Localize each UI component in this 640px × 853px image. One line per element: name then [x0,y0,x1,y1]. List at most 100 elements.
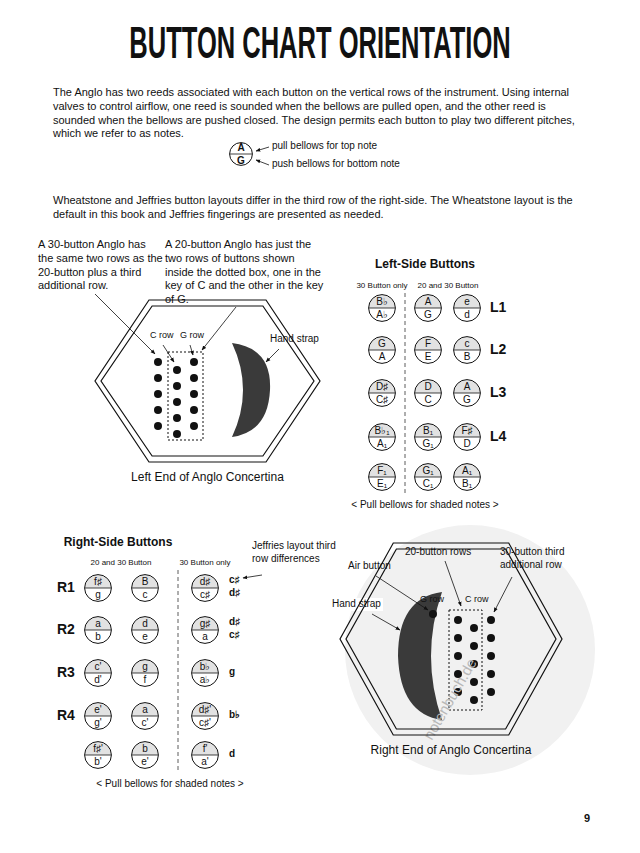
left-button-field [154,358,198,438]
note-name: f' [191,743,219,754]
row-number: R3 [57,664,75,682]
callout-text: push bellows for bottom note [272,158,400,171]
footnote: < Pull bellows for shaded notes > [351,499,498,512]
leader-line [266,349,279,362]
column-heading: 30 Button only [356,281,407,291]
callout-text: 20-button rows [405,546,471,559]
leader-line [256,160,269,165]
note-name: a [131,704,159,715]
note-name: B₁ [453,478,481,489]
page-number: 9 [584,812,590,826]
row-number: R2 [57,621,75,639]
body-text: Wheatstone and Jeffries button layouts d… [53,194,587,222]
note-name: g' [84,717,112,728]
row-number: L3 [490,384,506,402]
note-name: c [131,589,159,600]
note-button: B♭A♭ [368,294,396,322]
dotted-box [168,352,203,440]
note-name: g♯ [191,618,219,629]
note-name: A₁ [368,438,396,449]
hexagon-outline [340,543,562,735]
callout-text: A 20-button Anglo has just the two rows … [165,238,325,307]
note-name: D [453,438,481,449]
section-heading: Right-Side Buttons [64,535,173,550]
note-name: B₁ [414,425,442,436]
leader-line [372,614,400,630]
column-heading: 20 and 30 Button [91,558,152,568]
note-name: e [453,296,481,307]
row-label: G row [180,330,204,341]
note-button: GA [368,336,396,364]
row-number: L2 [490,341,506,359]
note-name: B [131,576,159,587]
hand-strap [232,343,270,437]
jeffries-note: c♯ [229,574,240,587]
note-button: b e' [131,741,159,769]
note-button: AG [229,142,253,166]
note-name: F₁ [368,465,396,476]
column-divider [405,293,406,495]
note-name: a [191,631,219,642]
figure-caption: Left End of Anglo Concertina [95,470,320,484]
leader-line [494,577,512,612]
leader-line [243,575,262,578]
note-button: gf [131,659,159,687]
note-button: d♯c♯ [191,574,219,602]
note-button: d♯' c♯' [191,702,219,730]
row-number: R1 [57,579,75,597]
note-name: c♯' [191,717,219,728]
column-divider [178,570,179,770]
note-name: A [229,142,253,153]
callout-text: pull bellows for top note [272,140,377,153]
leader-line [163,345,174,362]
note-name: G [414,309,442,320]
note-button: ac' [131,702,159,730]
jeffries-note: c♯ [229,629,240,642]
jeffries-note: b♭ [229,709,240,722]
note-button: b♭a♭ [191,659,219,687]
note-name: e' [131,756,159,767]
note-name: D♯ [368,381,396,392]
watermark: notenbuch.de [420,655,482,743]
note-name: G [453,394,481,405]
note-name: b' [84,756,112,767]
leader-line [376,576,428,610]
hand-strap [398,592,442,720]
row-number: R4 [57,707,75,725]
note-name: E [414,351,442,362]
note-name: C♯ [368,394,396,405]
note-name: G₁ [414,438,442,449]
note-button: A₁B₁ [453,463,481,491]
row-label: C row [150,330,174,341]
note-name: a [84,618,112,629]
note-name: F♯ [453,425,481,436]
note-name: C₁ [414,478,442,489]
note-name: b [84,631,112,642]
note-name: C [414,394,442,405]
note-name: d♯' [191,704,219,715]
note-button: f♯g [84,574,112,602]
note-button: Bc [131,574,159,602]
figure-caption: Right End of Anglo Concertina [340,743,562,757]
note-name: E₁ [368,478,396,489]
note-name: g [84,589,112,600]
note-button: ab [84,616,112,644]
leader-line [190,345,193,355]
note-button: f'a' [191,741,219,769]
note-name: A [368,351,396,362]
note-name: b [131,743,159,754]
note-name: A♭ [368,309,396,320]
callout-text: A 30-button Anglo has the same two rows … [38,238,163,293]
note-button: G₁C₁ [414,463,442,491]
page-title: BUTTON CHART ORIENTATION [117,18,523,68]
concertina-end: Right End of Anglo Concertina [340,543,562,735]
row-label: G row [420,594,444,605]
note-name: d' [84,674,112,685]
jeffries-note: g [229,666,235,679]
note-name: d [131,618,159,629]
note-button: cB [453,336,481,364]
note-name: A [453,381,481,392]
note-name: g [131,661,159,672]
note-button: D♯ C♯ [368,379,396,407]
note-name: d♯ [191,576,219,587]
